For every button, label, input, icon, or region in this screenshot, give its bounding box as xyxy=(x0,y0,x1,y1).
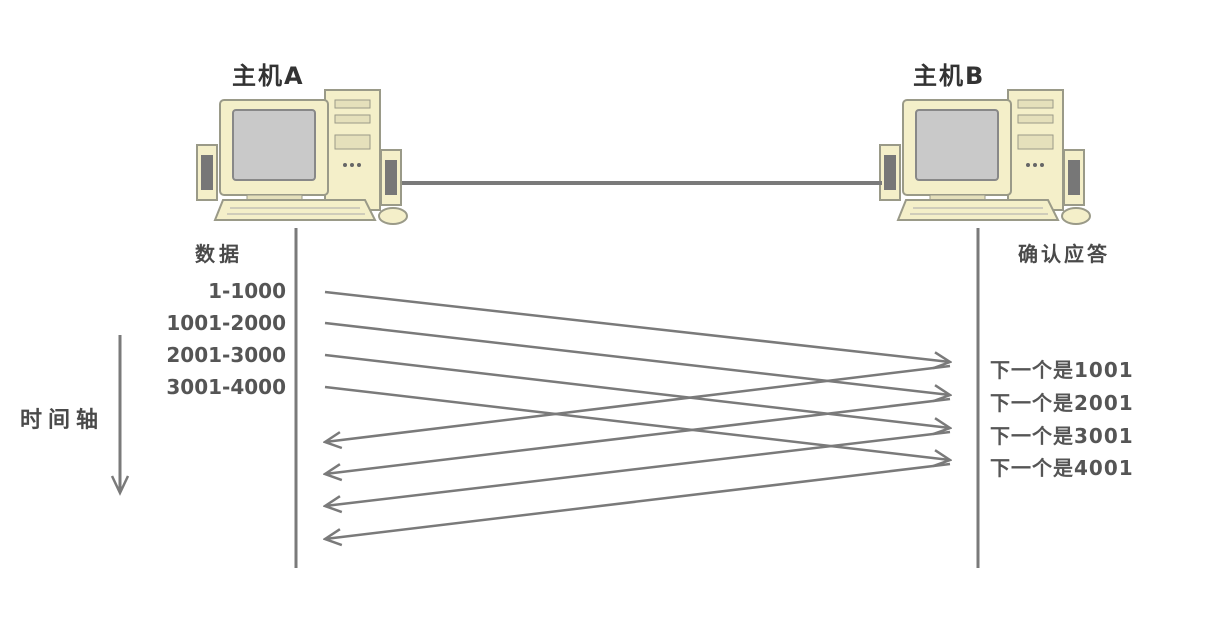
ack-column-label: 确认应答 xyxy=(1018,242,1110,266)
segment-arrow-2 xyxy=(324,321,950,395)
data-column-label: 数据 xyxy=(195,242,243,266)
time-axis-arrowhead-icon xyxy=(110,475,130,496)
host-a-computer-icon xyxy=(196,89,408,225)
host-b-title: 主机B xyxy=(913,62,986,90)
ack-arrow-2 xyxy=(325,397,951,474)
segment-range-4: 3001-4000 xyxy=(166,375,286,399)
segment-arrow-4 xyxy=(324,385,950,460)
ack-arrow-1 xyxy=(325,364,951,442)
segment-range-3: 2001-3000 xyxy=(166,343,286,367)
time-axis-label: 时间轴 xyxy=(20,408,105,433)
ack-label-3: 下一个是3001 xyxy=(990,424,1134,448)
segment-arrow-3 xyxy=(324,353,950,428)
host-a-title: 主机A xyxy=(232,62,305,90)
segment-range-1: 1-1000 xyxy=(208,279,286,303)
segment-arrow-1 xyxy=(324,290,950,362)
host-b-computer-icon xyxy=(879,89,1091,225)
ack-arrow-4 xyxy=(325,462,951,539)
segment-range-2: 1001-2000 xyxy=(166,311,286,335)
ack-label-4: 下一个是4001 xyxy=(990,456,1134,480)
ack-label-1: 下一个是1001 xyxy=(990,358,1134,382)
ack-arrow-3 xyxy=(325,430,951,506)
ack-label-2: 下一个是2001 xyxy=(990,391,1134,415)
